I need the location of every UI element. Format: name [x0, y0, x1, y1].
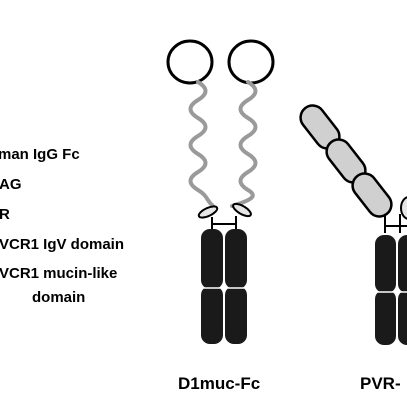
pvr-fc-construct — [299, 104, 407, 345]
pvr-fc-ch3-left — [375, 290, 396, 345]
d1muc-fc-construct — [166, 39, 275, 344]
d1muc-fc-label: D1muc-Fc — [178, 374, 261, 393]
d1muc-fc-ch2-left — [201, 229, 223, 289]
legend-pvcr1-mucin-like: VCR1 mucin-like — [0, 265, 118, 282]
legend-human-igg-fc: man IgG Fc — [0, 146, 80, 163]
legend-pvr: R — [0, 206, 10, 223]
legend-flag: AG — [0, 176, 22, 193]
d1muc-fc-ch2-right — [225, 229, 247, 289]
pvr-flag-tag-right — [400, 196, 407, 220]
legend-pvcr1-mucin-like-line2: domain — [32, 289, 86, 306]
pvr-fc-ch3-right — [398, 290, 407, 345]
pvr-fc-ch2-left — [375, 235, 396, 293]
pvr-domain-3 — [351, 172, 393, 218]
d1muc-fc-ch3-left — [201, 286, 223, 344]
pvr-fc-ch2-right — [398, 235, 407, 293]
d1muc-fc-ch3-right — [225, 286, 247, 344]
d1muc-igv-domain-right — [227, 39, 275, 85]
d1muc-igv-domain-left — [166, 39, 214, 85]
d1muc-flag-tag-right — [232, 202, 252, 218]
d1muc-flag-tag-left — [197, 205, 219, 219]
d1muc-mucin-stalk-left — [188, 80, 215, 208]
pvr-fc-label: PVR- — [360, 374, 401, 393]
legend-pvcr1-igv-domain: VCR1 IgV domain — [0, 236, 125, 253]
d1muc-mucin-stalk-right — [230, 80, 258, 208]
